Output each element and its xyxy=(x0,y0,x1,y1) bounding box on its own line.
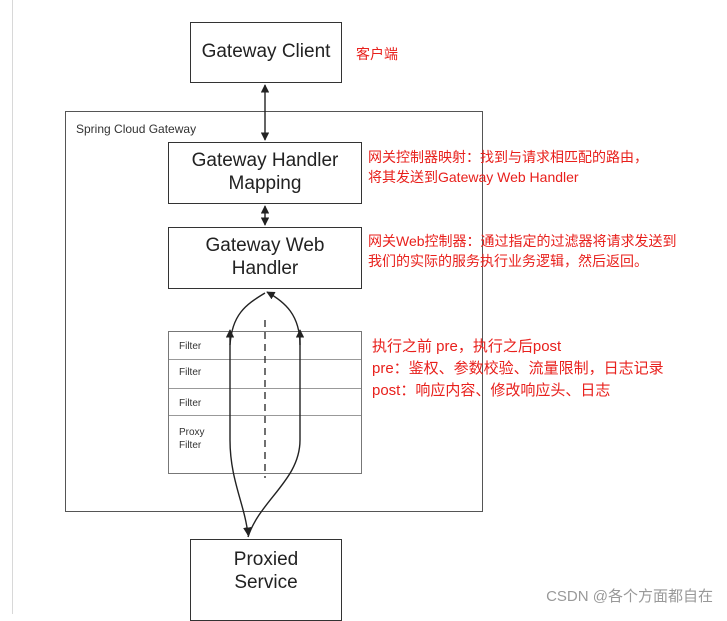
filter-chain: Filter Filter Filter Proxy Filter xyxy=(168,331,362,474)
handler-mapping-annotation-line-1: 网关控制器映射：找到与请求相匹配的路由， xyxy=(368,149,648,165)
request-flow-path xyxy=(229,292,266,536)
filters-annotation-line-2: pre：鉴权、参数校验、流量限制，日志记录 xyxy=(372,359,664,377)
filter-label: Filter xyxy=(179,341,202,352)
filter-row: Filter xyxy=(169,389,361,416)
web-handler-line-2: Handler xyxy=(231,258,299,279)
proxy-filter-row: Proxy Filter xyxy=(169,416,361,473)
proxy-filter-label: Proxy Filter xyxy=(179,427,205,451)
response-flow-path xyxy=(247,291,301,538)
gateway-client-box: Gateway Client xyxy=(190,22,342,83)
filters-annotation-line-1: 执行之前 pre，执行之后post xyxy=(372,338,562,355)
client-annotation: 客户端 xyxy=(356,46,398,62)
filters-annotation-line-3: post：响应内容、修改响应头、日志 xyxy=(372,381,611,399)
filter-label: Filter xyxy=(179,367,202,378)
filter-row: Filter xyxy=(169,360,361,389)
proxied-service-box: Proxied Service xyxy=(190,539,342,621)
csdn-watermark: CSDN @各个方面都自在 xyxy=(546,588,713,605)
gateway-client-label: Gateway Client xyxy=(201,41,331,63)
handler-mapping-annotation: 网关控制器映射：找到与请求相匹配的路由， 将其发送到Gateway Web Ha… xyxy=(368,147,648,188)
filters-annotation: 执行之前 pre，执行之后post pre：鉴权、参数校验、流量限制，日志记录 … xyxy=(372,336,664,401)
proxied-service-line-2: Service xyxy=(234,571,298,593)
web-handler-annotation-line-2: 我们的实际的服务执行业务逻辑，然后返回。 xyxy=(368,253,648,270)
handler-mapping-box: Gateway Handler Mapping xyxy=(168,142,362,204)
web-handler-annotation-line-1: 网关Web控制器：通过指定的过滤器将请求发送到 xyxy=(368,233,677,249)
web-handler-annotation: 网关Web控制器：通过指定的过滤器将请求发送到 我们的实际的服务执行业务逻辑，然… xyxy=(368,231,677,272)
web-handler-line-1: Gateway Web xyxy=(205,235,325,257)
filter-label: Filter xyxy=(179,398,202,409)
handler-mapping-line-2: Mapping xyxy=(228,173,302,194)
web-handler-box: Gateway Web Handler xyxy=(168,227,362,289)
proxied-service-line-1: Proxied xyxy=(233,549,299,570)
container-title: Spring Cloud Gateway xyxy=(76,122,197,136)
handler-mapping-line-1: Gateway Handler xyxy=(191,150,339,172)
handler-mapping-annotation-line-2: 将其发送到Gateway Web Handler xyxy=(368,169,579,186)
page-left-rule xyxy=(12,0,13,614)
